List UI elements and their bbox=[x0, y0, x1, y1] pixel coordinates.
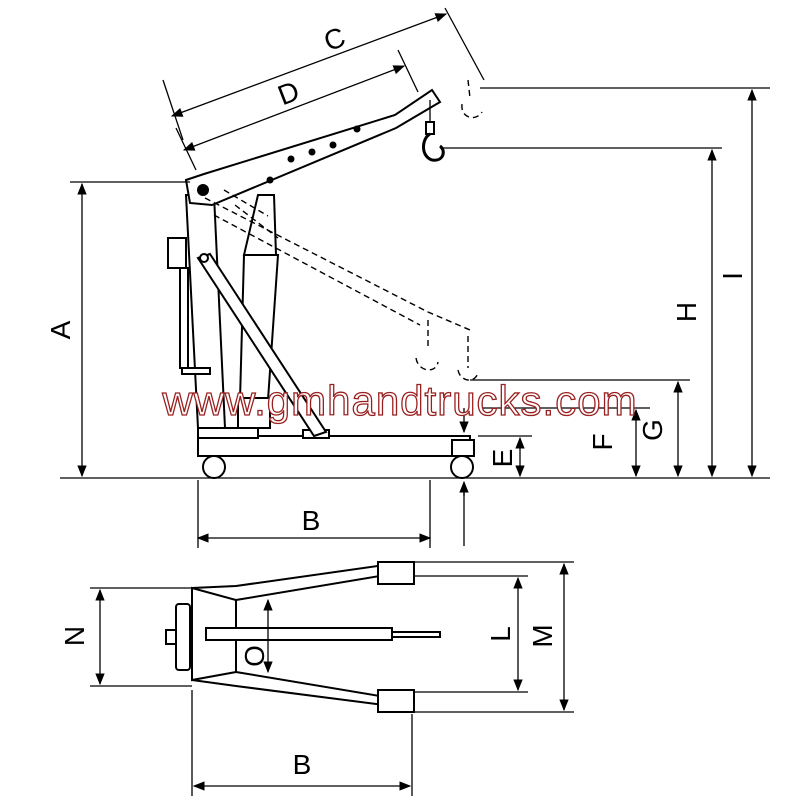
top-wheel-lower bbox=[377, 689, 415, 713]
ext-line bbox=[397, 49, 419, 93]
top-wheel-upper bbox=[377, 561, 415, 585]
side-view: A B C D E F G H I bbox=[45, 7, 770, 548]
top-boom bbox=[205, 627, 393, 641]
label-M: M bbox=[527, 624, 558, 647]
label-E: E bbox=[487, 449, 518, 468]
handle-grip bbox=[167, 237, 187, 269]
boom-hole bbox=[353, 125, 361, 133]
front-wheel bbox=[450, 455, 474, 479]
boom-pivot bbox=[197, 184, 209, 196]
label-I: I bbox=[717, 272, 748, 280]
ext-line bbox=[162, 79, 184, 141]
top-boom-extension bbox=[391, 631, 441, 638]
handle-bar bbox=[179, 267, 189, 369]
boom-hole bbox=[308, 148, 316, 156]
ram-base bbox=[237, 397, 271, 429]
label-G: G bbox=[637, 419, 668, 441]
label-A: A bbox=[45, 320, 76, 339]
top-mast-head bbox=[175, 603, 191, 671]
label-B-top: B bbox=[293, 749, 312, 780]
label-H: H bbox=[671, 302, 702, 322]
rear-wheel bbox=[202, 455, 226, 479]
boom-hole bbox=[266, 176, 274, 184]
top-view: N O L M B bbox=[59, 561, 574, 796]
top-mast-cap bbox=[165, 629, 177, 645]
base-plate bbox=[197, 427, 259, 439]
dim-D bbox=[182, 65, 406, 151]
handle-step bbox=[181, 367, 211, 375]
hook-icon bbox=[422, 132, 445, 162]
hook-swivel bbox=[425, 121, 435, 135]
boom-hole bbox=[329, 141, 337, 149]
boom-hole bbox=[287, 155, 295, 163]
label-O: O bbox=[239, 645, 270, 667]
lowered-hooks-outline bbox=[415, 320, 479, 381]
label-B-side: B bbox=[302, 505, 321, 536]
raised-hook-outline bbox=[461, 79, 483, 119]
lowered-boom-ram bbox=[223, 189, 279, 239]
label-N: N bbox=[59, 626, 90, 646]
boom bbox=[184, 88, 442, 207]
lowered-boom-outline bbox=[204, 197, 471, 331]
front-wheel-mount bbox=[451, 439, 475, 457]
watermark-text: www.gmhandtrucks.com bbox=[161, 377, 637, 424]
label-L: L bbox=[485, 626, 516, 642]
ext-line bbox=[444, 7, 485, 81]
label-F: F bbox=[587, 433, 618, 450]
brace-pin bbox=[199, 253, 209, 263]
